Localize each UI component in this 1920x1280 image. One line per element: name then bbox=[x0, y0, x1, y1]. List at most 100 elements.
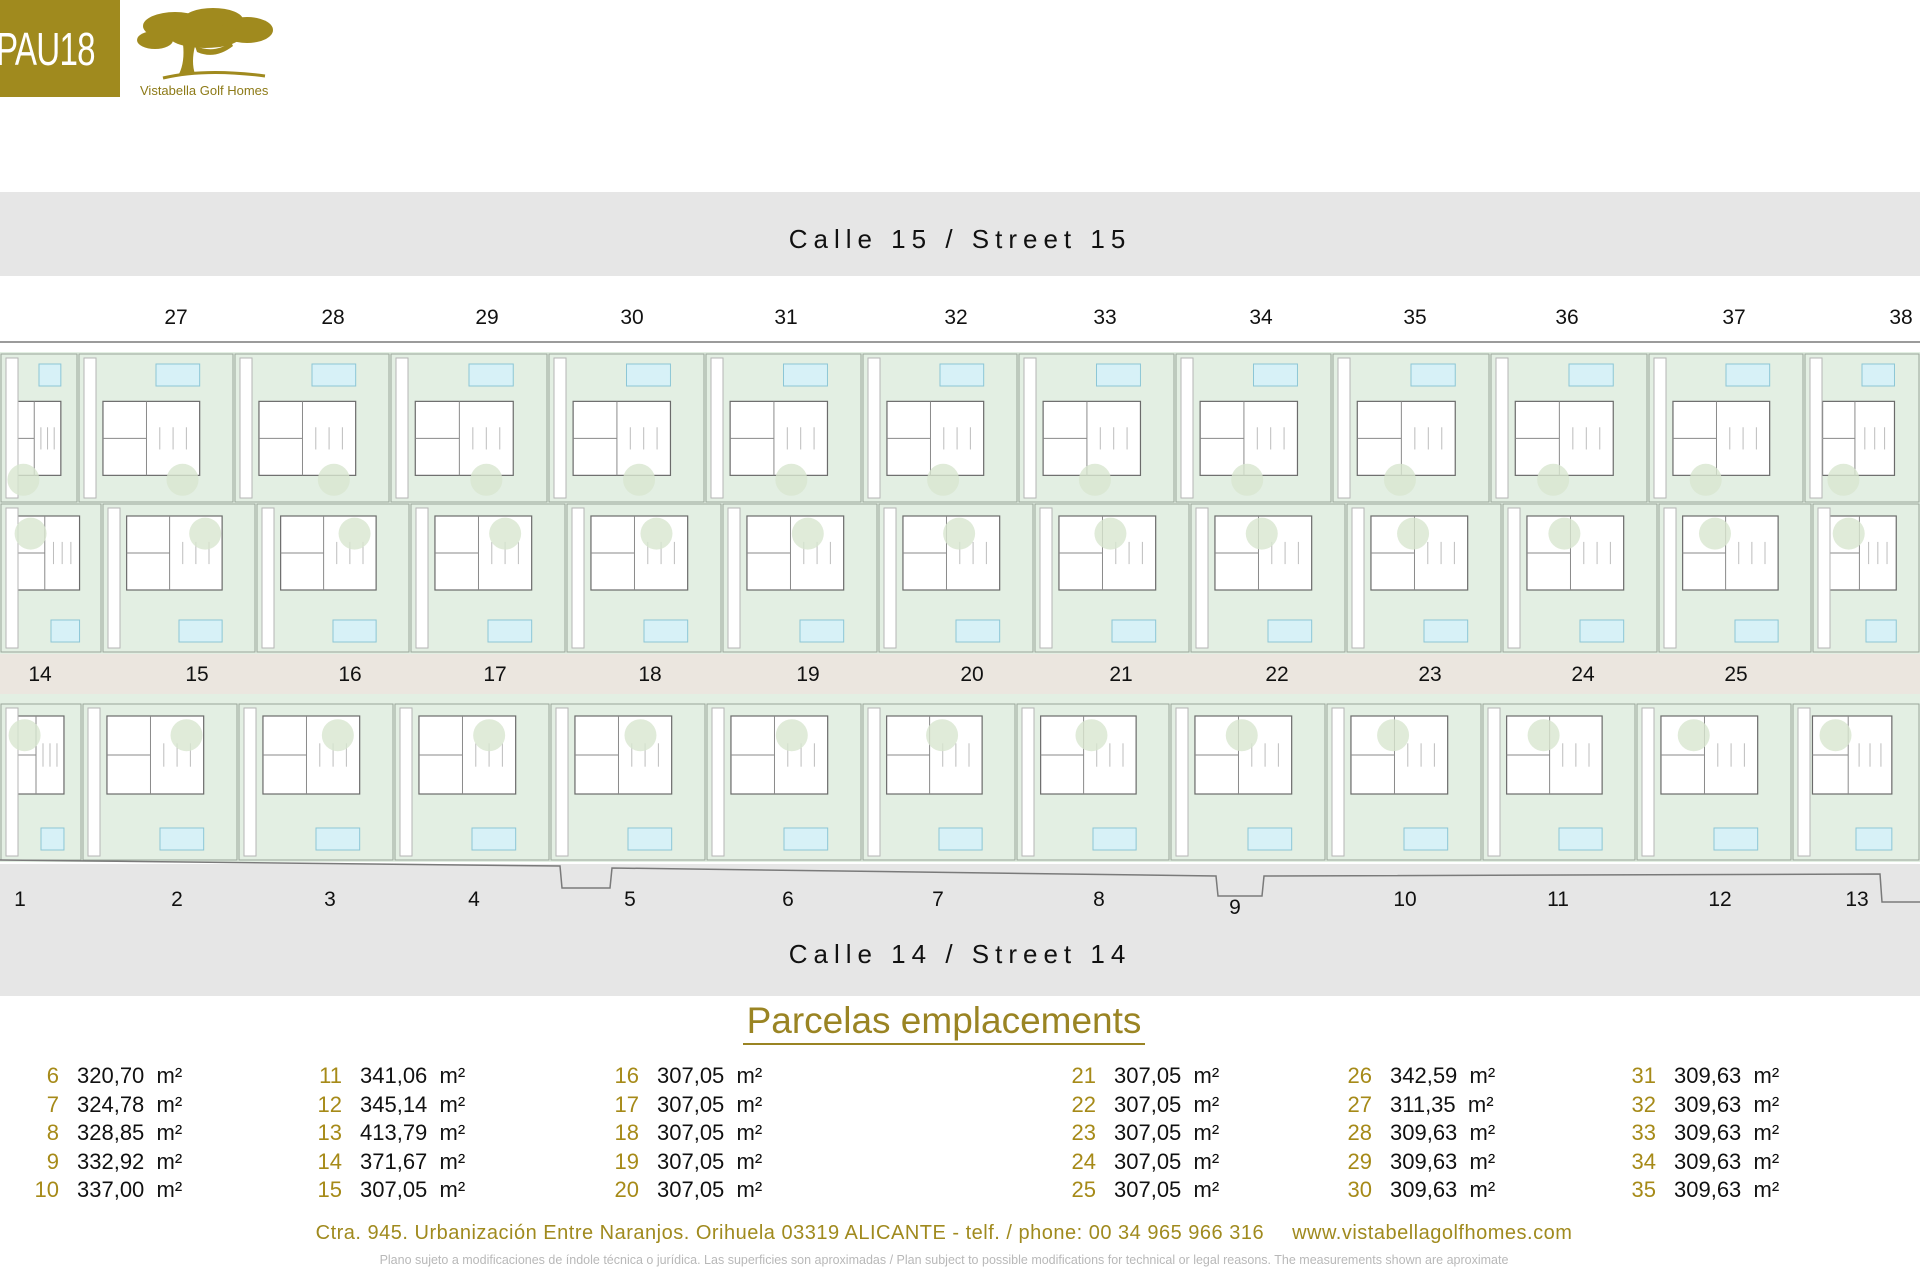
bottom-row-tree bbox=[624, 719, 657, 752]
plot-area: 309,63 m² bbox=[1674, 1091, 1780, 1117]
top-row-parking bbox=[5, 357, 19, 499]
plot-number-middle-14: 14 bbox=[28, 663, 52, 686]
tree-icon bbox=[137, 8, 273, 80]
plot-id: 35 bbox=[1631, 1177, 1656, 1202]
plot-number-top-34: 34 bbox=[1249, 306, 1273, 329]
plot-area: 309,63 m² bbox=[1390, 1120, 1496, 1145]
bottom-row-pool bbox=[40, 827, 65, 851]
plot-area: 307,05 m² bbox=[657, 1177, 763, 1202]
plot-id: 10 bbox=[34, 1177, 59, 1202]
legend-row: 30 309,63 m² bbox=[1338, 1176, 1496, 1205]
plot-number-top-31: 31 bbox=[774, 306, 798, 329]
middle-row-tree bbox=[1245, 517, 1278, 550]
plot-id: 32 bbox=[1631, 1091, 1656, 1117]
pau18-badge: PAU18 bbox=[0, 0, 120, 97]
top-row-pool bbox=[1410, 363, 1456, 387]
plot-id: 8 bbox=[46, 1120, 59, 1145]
top-row-pool bbox=[1568, 363, 1614, 387]
top-row-tree bbox=[623, 463, 656, 496]
plot-number-top-38: 38 bbox=[1889, 306, 1913, 329]
plot-id: 17 bbox=[614, 1091, 639, 1117]
top-row-tree bbox=[166, 463, 199, 496]
plot-id: 19 bbox=[614, 1148, 639, 1174]
plot-number-bottom-9: 9 bbox=[1229, 896, 1241, 919]
bottom-row-pool bbox=[471, 827, 517, 851]
top-row-parking bbox=[1337, 357, 1351, 499]
plot-id: 27 bbox=[1347, 1091, 1372, 1117]
plot-number-middle-17: 17 bbox=[483, 663, 507, 686]
plot-number-top-35: 35 bbox=[1403, 306, 1427, 329]
bottom-row-tree bbox=[321, 719, 354, 752]
top-row-parking bbox=[1023, 357, 1037, 499]
middle-row-tree bbox=[1397, 517, 1430, 550]
bottom-row-parking bbox=[1797, 707, 1811, 857]
legend-row: 16 307,05 m² bbox=[605, 1062, 763, 1091]
plot-area: 307,05 m² bbox=[657, 1063, 763, 1088]
legend-row: 28 309,63 m² bbox=[1338, 1119, 1496, 1148]
legend-row: 13 413,79 m² bbox=[308, 1119, 466, 1148]
footer-website[interactable]: www.vistabellagolfhomes.com bbox=[1292, 1222, 1573, 1244]
middle-row-parking bbox=[1195, 507, 1209, 649]
middle-row-pool bbox=[799, 619, 845, 643]
middle-row-tree bbox=[14, 517, 47, 550]
plot-number-bottom-3: 3 bbox=[324, 888, 336, 911]
bottom-row-pool bbox=[159, 827, 205, 851]
plot-id: 12 bbox=[317, 1091, 342, 1117]
plot-area: 307,05 m² bbox=[1114, 1120, 1220, 1145]
footer-contact: Ctra. 945. Urbanización Entre Naranjos. … bbox=[0, 1222, 1888, 1245]
pau18-badge-text: PAU18 bbox=[0, 22, 96, 75]
bottom-row-pool bbox=[1403, 827, 1449, 851]
brand-logo: Vistabella Golf Homes bbox=[135, 6, 295, 98]
plot-area: 311,35 m² bbox=[1390, 1091, 1494, 1117]
middle-row-parking bbox=[727, 507, 741, 649]
bottom-row-tree bbox=[1527, 719, 1560, 752]
plot-id: 31 bbox=[1631, 1063, 1656, 1088]
plot-area: 307,05 m² bbox=[1114, 1063, 1220, 1088]
bottom-row-tree bbox=[8, 719, 41, 752]
plot-id: 7 bbox=[46, 1091, 59, 1117]
top-row-tree bbox=[775, 463, 808, 496]
plot-area: 413,79 m² bbox=[360, 1120, 466, 1145]
middle-row-pool bbox=[643, 619, 689, 643]
top-row-parking bbox=[395, 357, 409, 499]
plot-id: 22 bbox=[1071, 1091, 1096, 1117]
bottom-row-parking bbox=[1331, 707, 1345, 857]
bottom-row-tree bbox=[926, 719, 959, 752]
plot-id: 33 bbox=[1631, 1120, 1656, 1145]
middle-row-pool bbox=[487, 619, 533, 643]
bottom-row-pool bbox=[938, 827, 983, 851]
plot-id: 29 bbox=[1347, 1148, 1372, 1174]
bottom-row-tree bbox=[1819, 719, 1852, 752]
middle-row-pool bbox=[332, 619, 377, 643]
plot-id: 13 bbox=[317, 1120, 342, 1145]
plot-number-middle-16: 16 bbox=[338, 663, 362, 686]
middle-row-pool bbox=[1267, 619, 1313, 643]
plot-number-top-32: 32 bbox=[944, 306, 968, 329]
plot-id: 28 bbox=[1347, 1120, 1372, 1145]
plot-number-bottom-11: 11 bbox=[1547, 888, 1569, 911]
plot-id: 16 bbox=[614, 1063, 639, 1088]
top-row-pool bbox=[1725, 363, 1771, 387]
brand-name: Vistabella Golf Homes bbox=[140, 83, 269, 98]
plot-number-top-33: 33 bbox=[1093, 306, 1117, 329]
bottom-row-parking bbox=[711, 707, 725, 857]
bottom-row-pool bbox=[1855, 827, 1893, 851]
bottom-row-pool bbox=[315, 827, 361, 851]
middle-row-parking bbox=[883, 507, 897, 649]
plot-id: 30 bbox=[1347, 1177, 1372, 1202]
top-row-parking bbox=[867, 357, 881, 499]
middle-row-parking bbox=[415, 507, 429, 649]
plot-area: 309,63 m² bbox=[1390, 1177, 1496, 1202]
